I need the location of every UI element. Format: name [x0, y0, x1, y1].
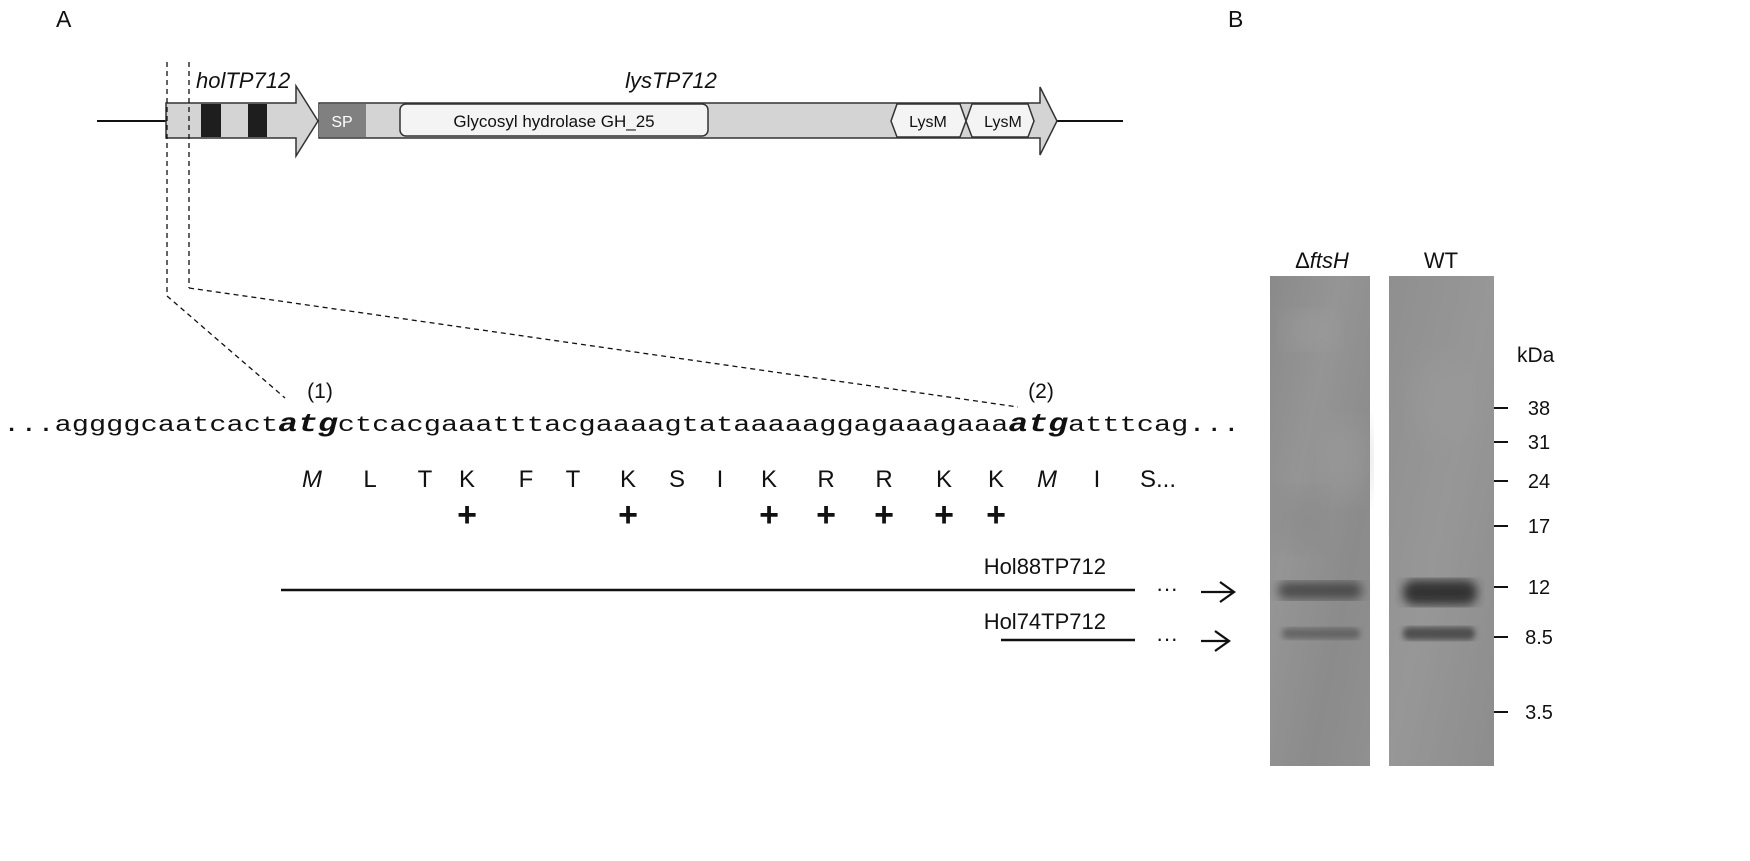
sequence-downstream: atttcag: [1068, 412, 1188, 438]
lane-label-ftsh-name: ftsH: [1310, 248, 1349, 273]
gel-lane-wt: [1389, 276, 1494, 766]
positive-charge-mark: +: [457, 496, 477, 534]
amino-acid-residue: R: [817, 466, 834, 493]
zoom-line-diagonal-left: [166, 295, 286, 399]
zoom-line-diagonal-right: [188, 287, 1019, 408]
translation-products: Hol88TP712 ··· Hol74TP712 ···: [281, 554, 1236, 652]
lane-label-delta: Δ: [1295, 248, 1310, 273]
sequence-middle: ctcacgaaatttacgaaaagtataaaaaggagaaagaaa: [338, 412, 1009, 438]
holin-gene-arrow: [165, 83, 319, 159]
positive-charge-mark: +: [816, 496, 836, 534]
transmembrane-block-1: [201, 104, 221, 137]
positive-charge-mark: +: [759, 496, 779, 534]
band-ftsh-12kda: [1278, 582, 1362, 599]
holin-gene-name: holTP712: [196, 68, 290, 93]
product-short-arrow: [1201, 630, 1231, 652]
amino-acid-residue: M: [302, 466, 322, 493]
lysm-domain-2: [965, 103, 1035, 138]
amino-acid-residue: K: [761, 466, 777, 493]
marker-label: 12: [1528, 577, 1550, 599]
amino-acid-residue: S: [669, 466, 685, 493]
amino-acid-residue: L: [363, 466, 376, 493]
product-short-label: Hol74TP712: [984, 609, 1106, 634]
marker-label: 24: [1528, 471, 1550, 493]
amino-acid-residue: K: [936, 466, 952, 493]
product-long-continuation: ···: [1156, 576, 1178, 601]
amino-acid-residue: I: [717, 466, 724, 493]
positive-charge-mark: +: [934, 496, 954, 534]
lysm-label-1: LysM: [909, 114, 947, 131]
lane-label-wt: WT: [1424, 248, 1458, 273]
glycosyl-hydrolase-label: Glycosyl hydrolase GH_25: [453, 112, 654, 131]
amino-acid-residue: R: [875, 466, 892, 493]
marker-label: 17: [1528, 516, 1550, 538]
panel-a-label: A: [56, 6, 72, 32]
signal-peptide-box: [319, 104, 366, 137]
band-wt-8kda: [1403, 627, 1475, 640]
gene-map: holTP712 SP Glycosyl hydrolase GH_25 lys…: [97, 68, 1123, 159]
product-long-arrow: [1201, 581, 1236, 603]
glycosyl-hydrolase-domain: [399, 103, 709, 137]
amino-acid-residue: I: [1094, 466, 1101, 493]
amino-acid-residue: K: [459, 466, 475, 493]
amino-acid-residue: K: [620, 466, 636, 493]
zoom-lines: [166, 62, 1019, 408]
lysm-domain-1: [890, 103, 967, 138]
start-codon-1: atg: [278, 409, 338, 439]
sequence-dots-end: ...: [1188, 412, 1240, 438]
gel-lane-ftsh: [1270, 276, 1370, 766]
product-short-continuation: ···: [1156, 626, 1178, 651]
positive-charge-mark: +: [618, 496, 638, 534]
start-codon-2: atg: [1008, 409, 1068, 439]
lane-label-ftsh: ΔftsH: [1295, 248, 1349, 273]
amino-acid-residue: K: [988, 466, 1004, 493]
amino-acid-residue: F: [519, 466, 534, 493]
positive-charge-mark: +: [874, 496, 894, 534]
sequence-dots-start: ...: [3, 412, 55, 438]
band-ftsh-8kda: [1282, 628, 1360, 639]
endolysin-gene-name: lysTP712: [625, 68, 717, 93]
signal-peptide-label: SP: [331, 114, 352, 131]
lysm-label-2: LysM: [984, 114, 1022, 131]
amino-acid-residue: T: [566, 466, 581, 493]
panel-b-label: B: [1228, 6, 1243, 32]
sequence-upstream: aggggcaatcact: [55, 412, 279, 438]
amino-acid-residue: S...: [1140, 466, 1176, 493]
start-marker-2: (2): [1028, 380, 1054, 403]
positive-charge-mark: +: [986, 496, 1006, 534]
marker-label: 38: [1528, 398, 1550, 420]
amino-acid-residue: M: [1037, 466, 1057, 493]
amino-acid-residue: T: [418, 466, 433, 493]
marker-label: 8.5: [1525, 627, 1553, 649]
product-long-label: Hol88TP712: [984, 554, 1106, 579]
marker-unit-label: kDa: [1517, 344, 1555, 367]
band-wt-12kda: [1403, 580, 1477, 605]
charge-row: + + + + + + +: [457, 496, 1006, 534]
start-marker-1: (1): [307, 380, 333, 403]
gel-strip-wt: [1389, 276, 1494, 766]
transmembrane-block-2: [248, 104, 267, 137]
marker-ladder: 38 31 24 17 12 8.5 3.5: [1494, 398, 1553, 724]
marker-label: 3.5: [1525, 702, 1553, 724]
marker-label: 31: [1528, 432, 1550, 454]
